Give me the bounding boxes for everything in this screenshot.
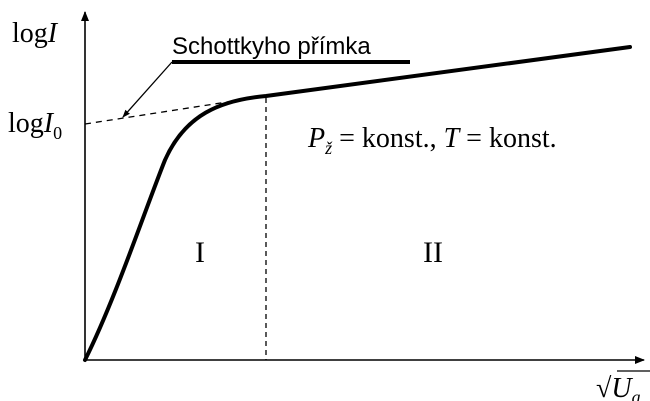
schottky-line-dashed (84, 95, 267, 125)
region-label-ii: II (423, 236, 443, 269)
region-label-i: I (195, 236, 205, 269)
schottky-line-label: Schottkyho přímka (172, 33, 371, 60)
condition-text: Pž = konst., T = konst. (307, 123, 557, 158)
schottky-label-pointer (122, 61, 173, 118)
y-axis-label: logI (12, 18, 59, 49)
x-axis-label: √Ua (596, 373, 641, 401)
y0-label: logI0 (8, 108, 62, 143)
current-voltage-curve (83, 45, 632, 362)
